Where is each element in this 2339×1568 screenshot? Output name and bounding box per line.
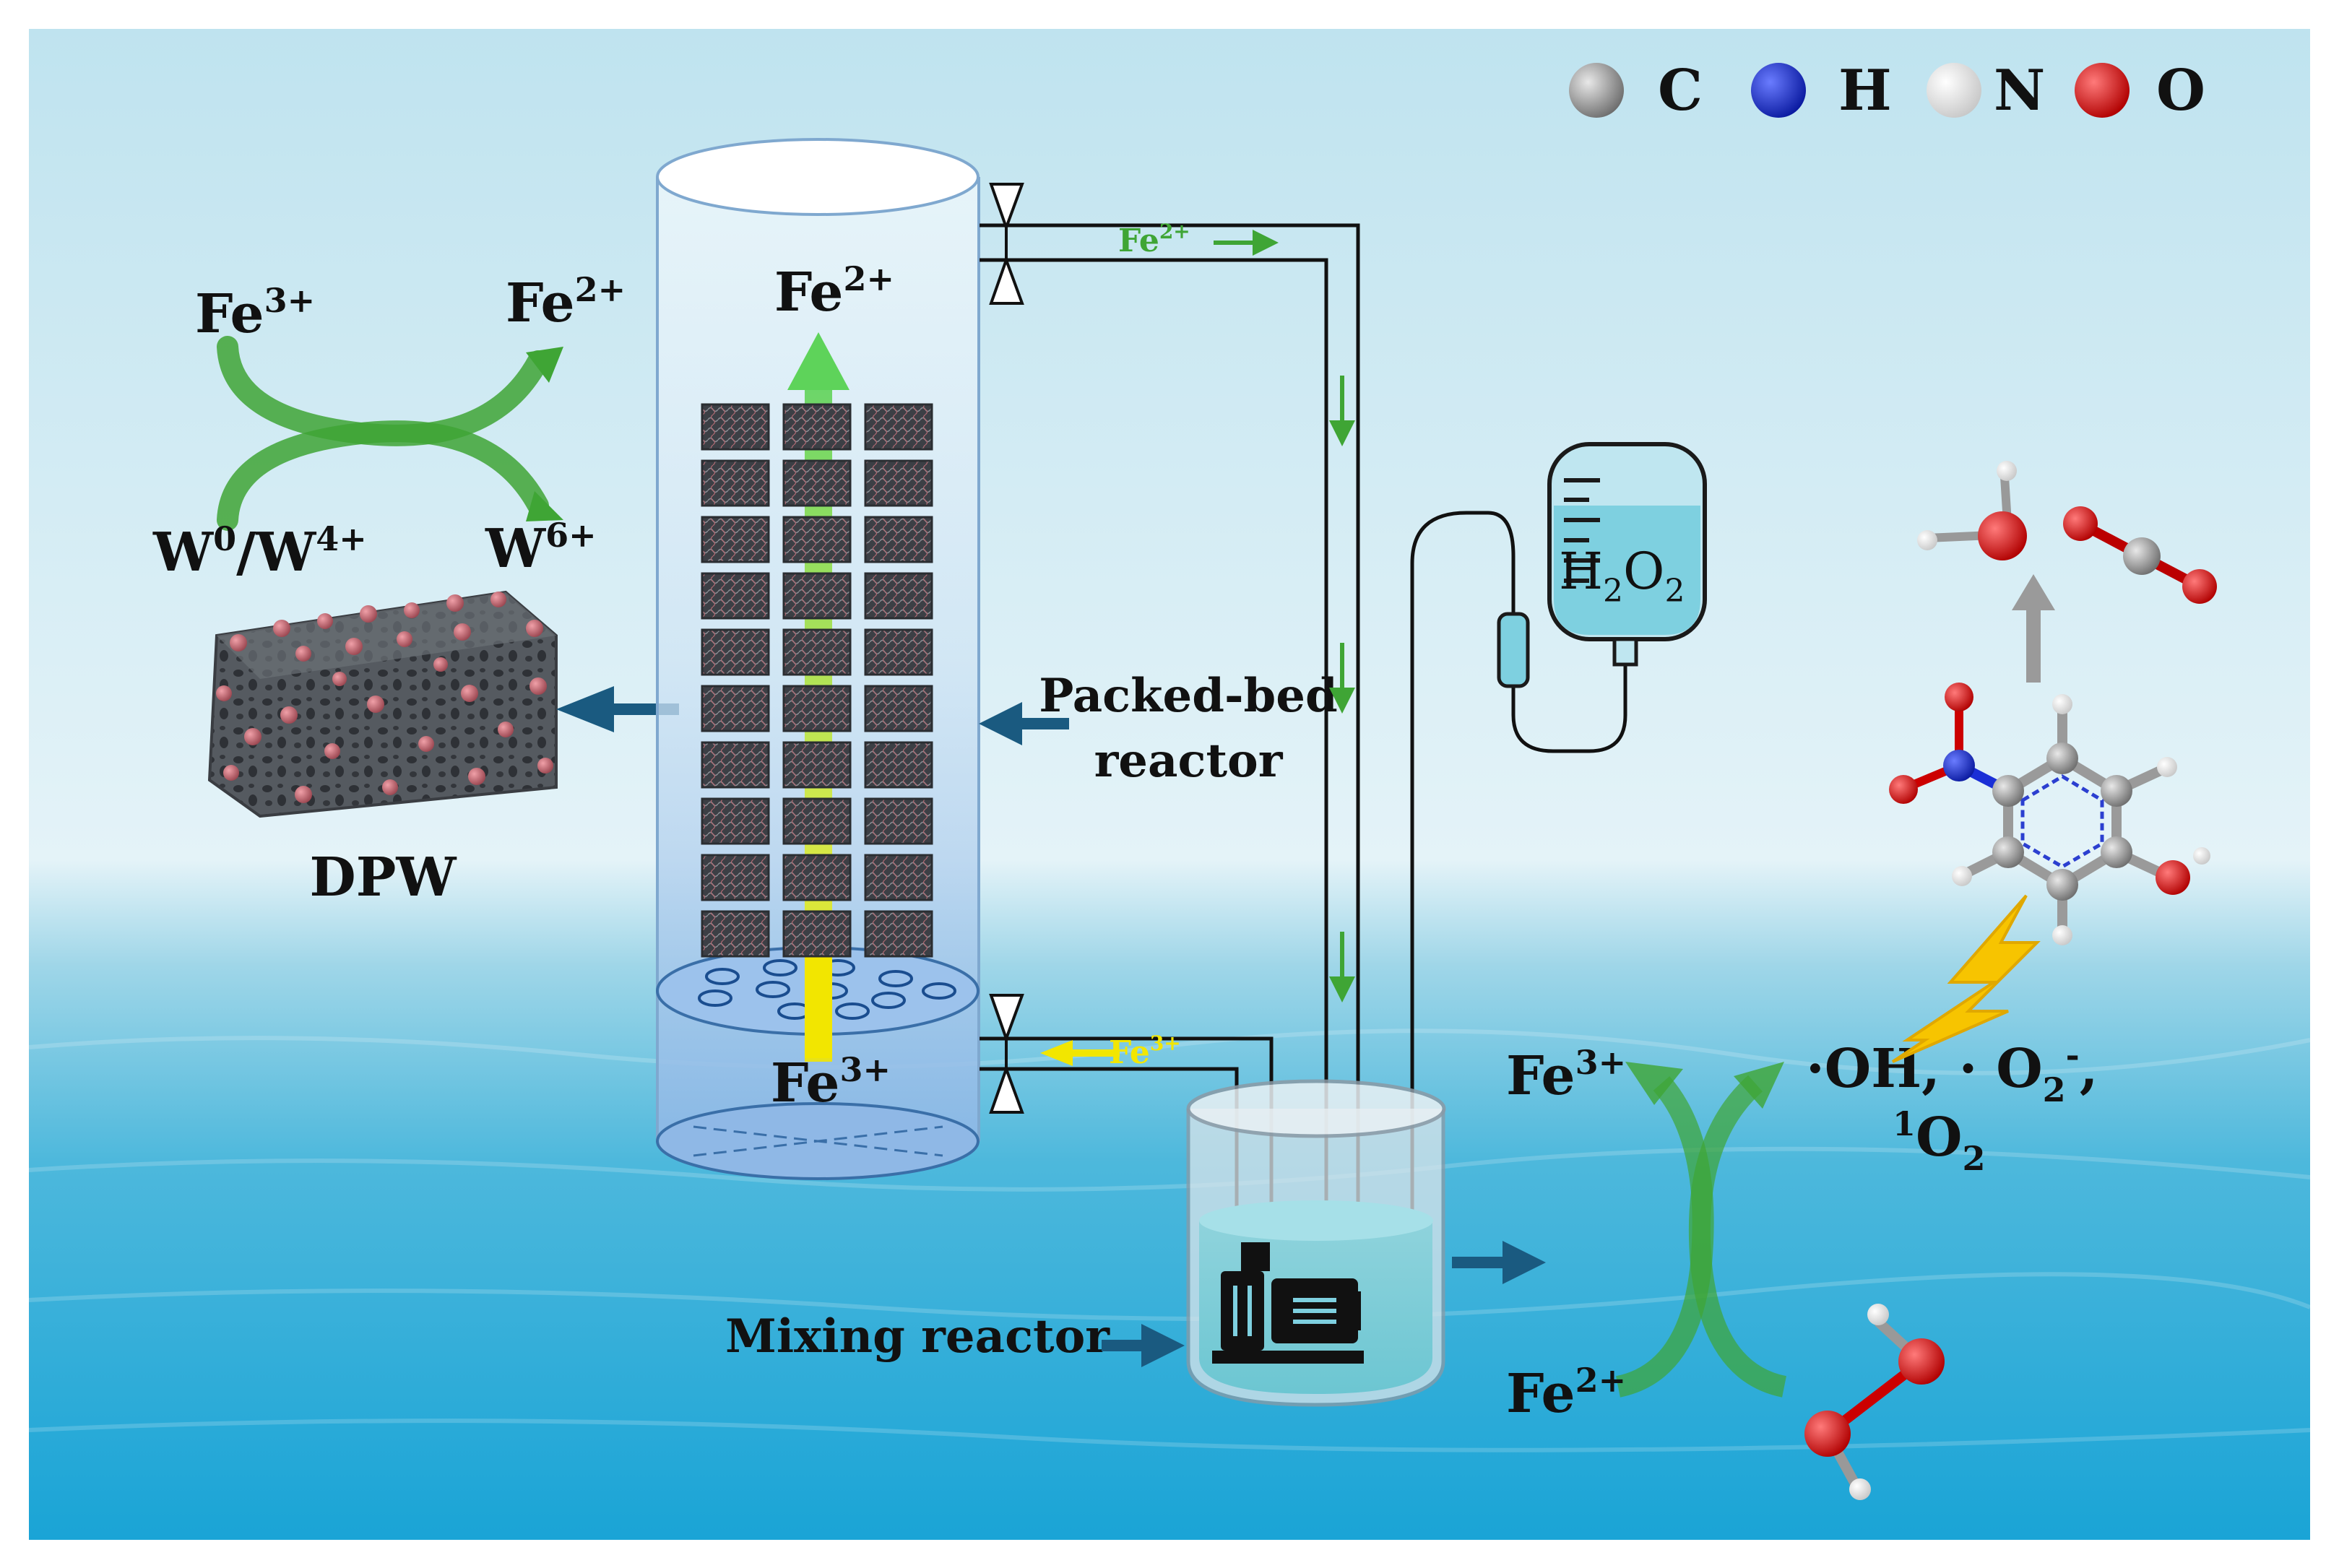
w6-arrowhead-icon: [526, 491, 563, 521]
packing-block: [701, 403, 770, 451]
reactor-to-cycle-arrow: [1452, 1241, 1546, 1284]
packed-bed-label-line2: reactor: [1094, 734, 1284, 788]
water-surface: [1199, 1200, 1433, 1241]
top-valve-icon: [989, 183, 1024, 305]
mixing-reactor-label: Mixing reactor: [725, 1309, 1110, 1364]
packing-block: [782, 741, 852, 789]
legend-c-label: C: [1658, 58, 1703, 124]
packing-block: [864, 516, 933, 563]
packing-block: [701, 516, 770, 563]
packing-block: [782, 516, 852, 563]
inflow-stream: [805, 957, 832, 1058]
packing-block: [782, 459, 852, 507]
legend-h-label: H: [1838, 58, 1892, 124]
packing-block: [864, 910, 933, 958]
catalyst-beads: [216, 592, 553, 803]
upflow-arrowhead-icon: [787, 332, 849, 390]
h2o2-to-radicals-arrow: [1688, 1075, 1787, 1398]
bag-graduations: [1564, 478, 1600, 583]
pipe-fe2-label: Fe2+: [1118, 220, 1190, 259]
carbon-atom-icon: [1569, 63, 1624, 118]
column-top-rim: [656, 138, 980, 216]
left-fe2-label: Fe2+: [506, 270, 626, 334]
left-redox-cycle: Fe3+ Fe2+ W0/W4+ W6+: [152, 270, 626, 584]
radicals-arrowhead-icon: [1734, 1062, 1784, 1109]
radicals-label-line1: ·OH, · O2-,: [1806, 1036, 2098, 1109]
packing-block: [782, 910, 852, 958]
dpw-label: DPW: [310, 846, 457, 909]
packing-block: [701, 797, 770, 845]
right-fe2-label: Fe2+: [1506, 1361, 1626, 1425]
h2o2-drip-line: [1511, 664, 1627, 753]
packing-block: [701, 910, 770, 958]
mixing-reactor: [1186, 1079, 1446, 1407]
packing-block: [864, 741, 933, 789]
left-w0-w4-label: W0/W4+: [152, 519, 367, 584]
degradation-arrow: [2012, 574, 2055, 683]
legend-o-label: O: [2156, 58, 2205, 124]
packing-block: [864, 685, 933, 732]
packed-bed-column: [656, 138, 980, 1180]
dpw-foam-block: [207, 590, 558, 818]
bag-liquid: [1554, 506, 1700, 635]
packing-block: [782, 854, 852, 901]
right-fe3-label: Fe3+: [1506, 1043, 1626, 1107]
water-molecule-icon: [1917, 461, 2027, 560]
pipe-flow-arrows: [1040, 230, 1355, 1066]
nitrogen-atom-icon: [1927, 63, 1981, 118]
h2o2-label: H2O2: [1559, 542, 1685, 610]
packing-block: [701, 459, 770, 507]
packing-block: [782, 685, 852, 732]
radicals-label-line2: 1O2: [1893, 1104, 1986, 1178]
atom-legend: C H N O: [1569, 58, 2205, 124]
nitrophenol-molecule-icon: [1889, 683, 2210, 945]
drip-chamber: [1497, 612, 1530, 688]
packing-block: [864, 403, 933, 451]
h2o2-molecule-icon: [1804, 1304, 1945, 1500]
left-fe3-label: Fe3+: [195, 281, 315, 345]
packing-block: [864, 797, 933, 845]
fe3-arrowhead-icon: [1625, 1062, 1683, 1105]
packing-block: [701, 572, 770, 620]
packing-block: [782, 403, 852, 451]
oxygen-atom-icon: [2075, 63, 2130, 118]
packing-block: [701, 854, 770, 901]
packing-block: [864, 628, 933, 676]
packing-block: [782, 797, 852, 845]
h2o2-bag: [1497, 442, 1707, 688]
packing-block: [864, 854, 933, 901]
packing-block: [701, 628, 770, 676]
legend-n-label: N: [1994, 58, 2045, 124]
hydrogen-atom-icon: [1751, 63, 1806, 118]
w-low-to-w6-arrow: [217, 420, 549, 531]
packing-block: [782, 628, 852, 676]
packing-block: [701, 685, 770, 732]
bag-nozzle: [1612, 637, 1638, 667]
tank-rim: [1186, 1079, 1446, 1138]
packing-block: [782, 572, 852, 620]
co2-molecule-icon: [2063, 506, 2217, 604]
lightning-icon: [1891, 894, 2041, 1063]
mixing-reactor-pointer-arrow: [1102, 1324, 1185, 1367]
inner-return-pipe: [980, 258, 1328, 1242]
bottom-valve-icon: [989, 994, 1024, 1114]
column-fe3-label: Fe3+: [771, 1050, 891, 1114]
column-fe2-label: Fe2+: [774, 259, 894, 324]
packing-blocks: [701, 403, 933, 958]
packed-bed-label-line1: Packed-bed: [1039, 669, 1337, 723]
packed-bed-pointer-arrow: [979, 702, 1069, 745]
fe2-arrowhead-icon: [526, 347, 563, 383]
left-w6-label: W6+: [485, 516, 597, 580]
pipe-fe3-label: Fe3+: [1109, 1031, 1181, 1071]
h2o2-feed-line: [1410, 511, 1516, 1300]
outer-return-pipe: [980, 223, 1360, 1242]
packing-block: [864, 459, 933, 507]
pump-motor-icon: [1212, 1242, 1364, 1364]
packing-block: [864, 572, 933, 620]
right-fenton-cycle: [1615, 1062, 1787, 1398]
packing-block: [701, 741, 770, 789]
